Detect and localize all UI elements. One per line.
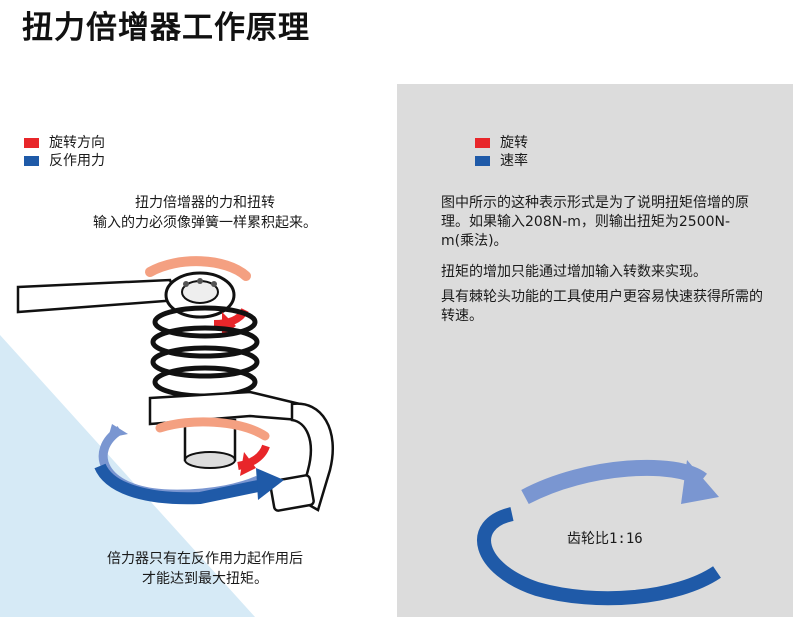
blue-swatch-icon: [475, 156, 490, 166]
output-rotation-arrow-icon: [155, 417, 270, 476]
spring-icon: [150, 305, 260, 399]
paragraph-ratchet-head: 具有棘轮头功能的工具使用户更容易快速获得所需的转速。: [441, 289, 763, 324]
paragraph-input-revolutions: 扭矩的增加只能通过增加输入转数来实现。: [441, 264, 707, 280]
legend-item-rotation-direction: 旋转方向: [24, 134, 105, 152]
gear-ratio-label: 齿轮比1:16: [567, 531, 643, 547]
legend-label: 反作用力: [49, 153, 105, 169]
reaction-force-arrow-icon: [94, 424, 284, 505]
ratchet-wrench-icon: [16, 271, 236, 319]
caption-line: 才能达到最大扭矩。: [142, 571, 268, 587]
caption-top: 扭力倍增器的力和扭转 输入的力必须像弹簧一样累积起来。: [60, 193, 350, 233]
caption-line: 输入的力必须像弹簧一样累积起来。: [93, 215, 317, 231]
red-swatch-icon: [475, 138, 490, 148]
caption-line: 倍力器只有在反作用力起作用后: [107, 551, 303, 567]
explanation-panel: 旋转 速率 图中所示的这种表示形式是为了说明扭矩倍增的原理。如果输入208N-m…: [397, 84, 793, 617]
red-swatch-icon: [24, 138, 39, 148]
left-legend: 旋转方向 反作用力: [24, 134, 105, 170]
blue-swatch-icon: [24, 156, 39, 166]
gear-ratio-arrow-icon: [477, 459, 721, 606]
legend-label: 旋转: [500, 135, 528, 151]
multiplier-body-icon: [148, 390, 335, 512]
caption-bottom: 倍力器只有在反作用力起作用后 才能达到最大扭矩。: [60, 549, 350, 589]
paragraph-principle: 图中所示的这种表示形式是为了说明扭矩倍增的原理。如果输入208N-m，则输出扭矩…: [441, 195, 749, 249]
light-blue-background: [0, 335, 255, 617]
torque-multiplier-illustration: [16, 256, 335, 512]
legend-label: 速率: [500, 153, 528, 169]
legend-item-rotation: 旋转: [475, 134, 528, 152]
legend-label: 旋转方向: [49, 135, 105, 151]
caption-line: 扭力倍增器的力和扭转: [135, 195, 275, 211]
legend-item-reaction-force: 反作用力: [24, 152, 105, 170]
right-legend: 旋转 速率: [475, 134, 528, 170]
legend-item-speed: 速率: [475, 152, 528, 170]
page-title: 扭力倍增器工作原理: [22, 10, 310, 46]
